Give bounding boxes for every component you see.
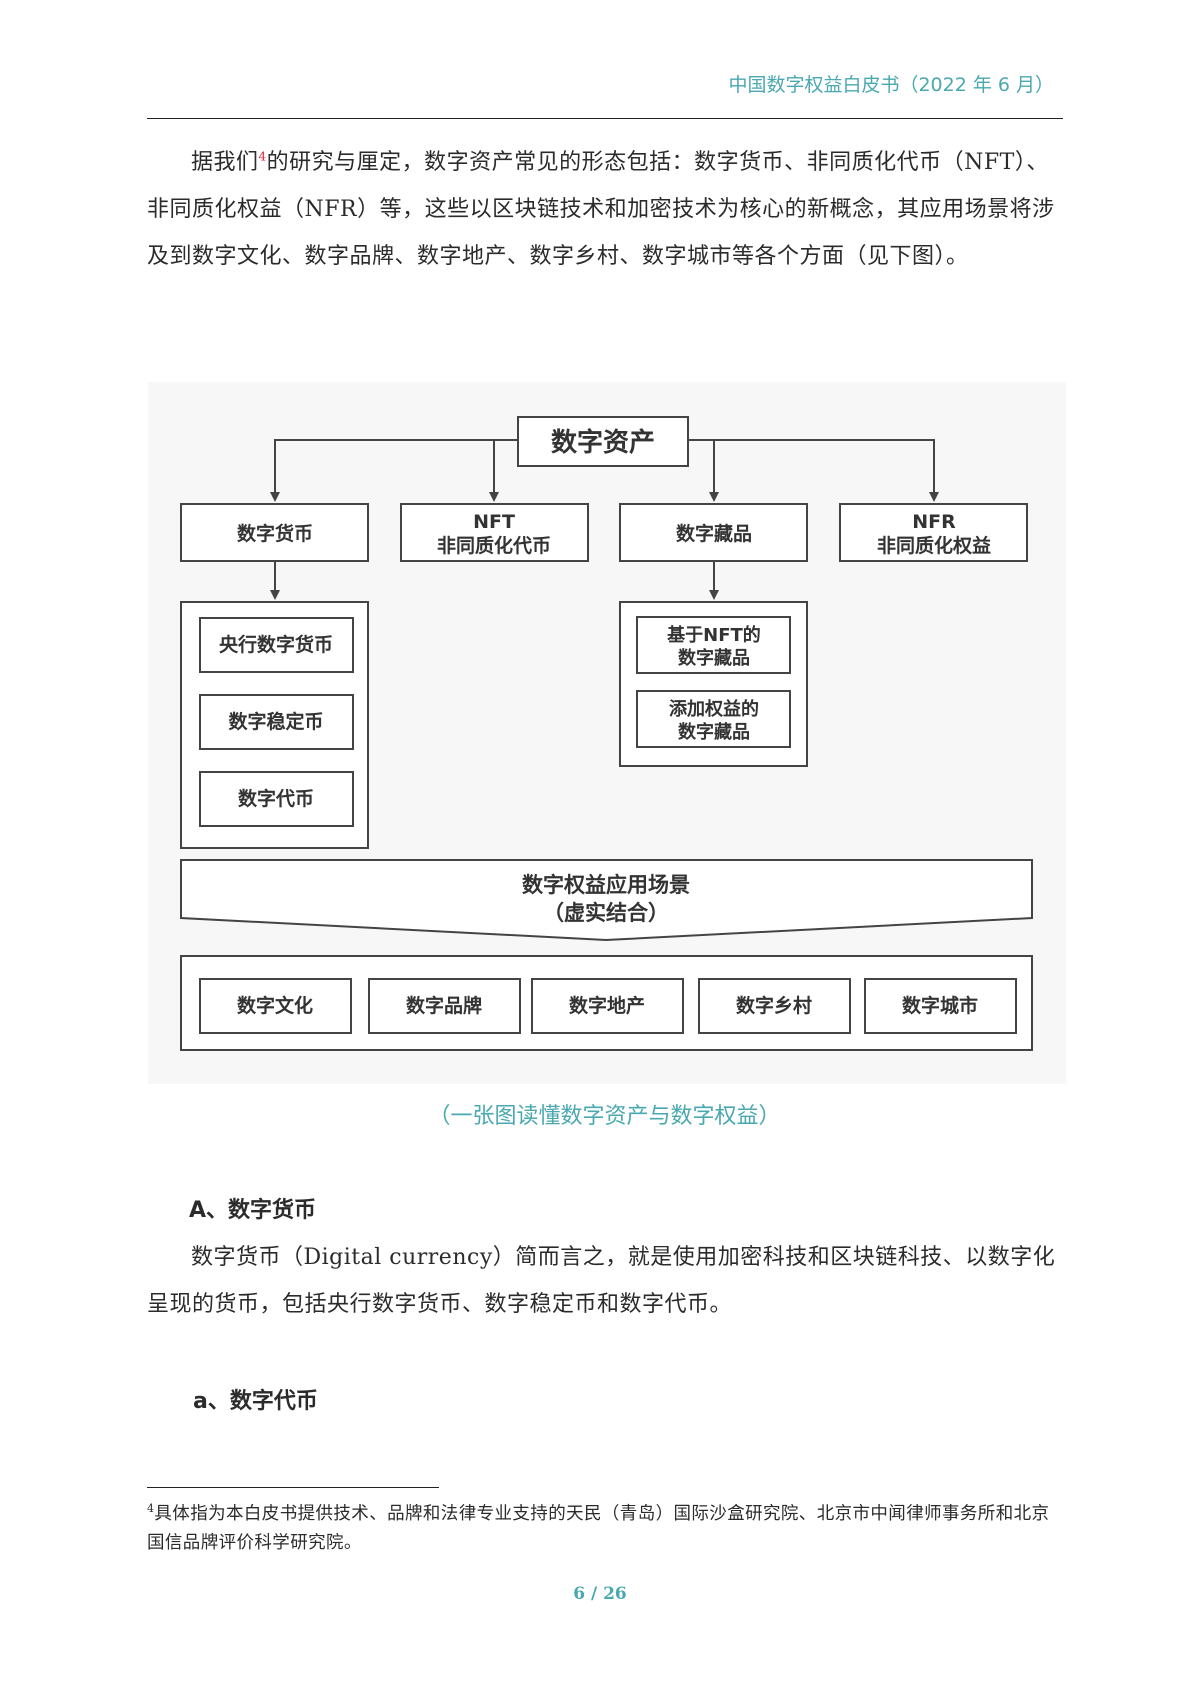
collectible-item-line2: 数字藏品 xyxy=(678,647,750,669)
section-a-paragraph: 数字货币（Digital currency）简而言之，就是使用加密科技和区块链科… xyxy=(147,1245,1056,1317)
currency-subgroup: 央行数字货币 数字稳定币 数字代币 xyxy=(180,601,369,849)
connector-lines xyxy=(270,439,939,600)
banner-title: 数字权益应用场景 xyxy=(522,873,690,897)
currency-item: 数字稳定币 xyxy=(228,710,323,733)
scenario-item: 数字城市 xyxy=(902,994,978,1017)
section-heading-a: A、数字货币 xyxy=(189,1198,317,1223)
collectibles-subgroup: 基于NFT的 数字藏品 添加权益的 数字藏品 xyxy=(619,601,808,767)
figure-caption: （一张图读懂数字资产与数字权益） xyxy=(428,1104,781,1129)
running-header: 中国数字权益白皮书（2022 年 6 月） xyxy=(728,74,1054,96)
footnote-divider xyxy=(147,1487,439,1488)
intro-text-start: 据我们 xyxy=(191,150,259,175)
scenario-item: 数字文化 xyxy=(237,994,313,1017)
application-banner: 数字权益应用场景 （虚实结合） xyxy=(180,859,1033,942)
footnote: 4具体指为本白皮书提供技术、品牌和法律专业支持的天民（青岛）国际沙盒研究院、北京… xyxy=(147,1500,1062,1558)
category-sublabel: 非同质化权益 xyxy=(877,534,991,557)
category-node-nft: NFT 非同质化代币 xyxy=(400,503,589,562)
header-divider xyxy=(147,118,1063,119)
category-label: 数字货币 xyxy=(237,522,313,545)
page-number: 6 / 26 xyxy=(573,1584,627,1604)
footnote-reference[interactable]: 4 xyxy=(258,149,267,164)
root-node-label: 数字资产 xyxy=(551,427,655,458)
category-sublabel: 非同质化代币 xyxy=(437,534,551,557)
digital-assets-diagram: 数字资产 数字货币 NFT 非同质化代币 数字藏品 NFR 非同质化权益 央行数… xyxy=(148,382,1066,1084)
category-label: 数字藏品 xyxy=(676,522,752,545)
category-node-collectibles: 数字藏品 xyxy=(619,503,808,562)
category-label: NFR xyxy=(912,511,956,533)
category-label: NFT xyxy=(473,511,515,533)
currency-item: 央行数字货币 xyxy=(219,633,333,656)
collectible-item-line1: 基于NFT的 xyxy=(666,624,761,646)
collectible-item-line2: 数字藏品 xyxy=(678,721,750,743)
intro-text-rest: 的研究与厘定，数字资产常见的形态包括：数字货币、非同质化代币（NFT）、非同质化… xyxy=(147,150,1055,269)
scenario-item: 数字乡村 xyxy=(736,994,812,1017)
footnote-number: 4 xyxy=(147,1502,155,1516)
banner-subtitle: （虚实结合） xyxy=(543,901,669,925)
root-node: 数字资产 xyxy=(517,416,689,467)
currency-item: 数字代币 xyxy=(238,787,314,810)
collectible-item-line1: 添加权益的 xyxy=(669,698,759,720)
intro-paragraph: 据我们4的研究与厘定，数字资产常见的形态包括：数字货币、非同质化代币（NFT）、… xyxy=(147,139,1062,280)
category-node-nfr: NFR 非同质化权益 xyxy=(839,503,1028,562)
scenario-item: 数字地产 xyxy=(569,994,645,1017)
category-node-currency: 数字货币 xyxy=(180,503,369,562)
scenario-row: 数字文化 数字品牌 数字地产 数字乡村 数字城市 xyxy=(180,955,1033,1051)
footnote-text: 具体指为本白皮书提供技术、品牌和法律专业支持的天民（青岛）国际沙盒研究院、北京市… xyxy=(147,1504,1050,1553)
scenario-item: 数字品牌 xyxy=(406,994,482,1017)
section-heading-a-sub: a、数字代币 xyxy=(193,1389,318,1414)
